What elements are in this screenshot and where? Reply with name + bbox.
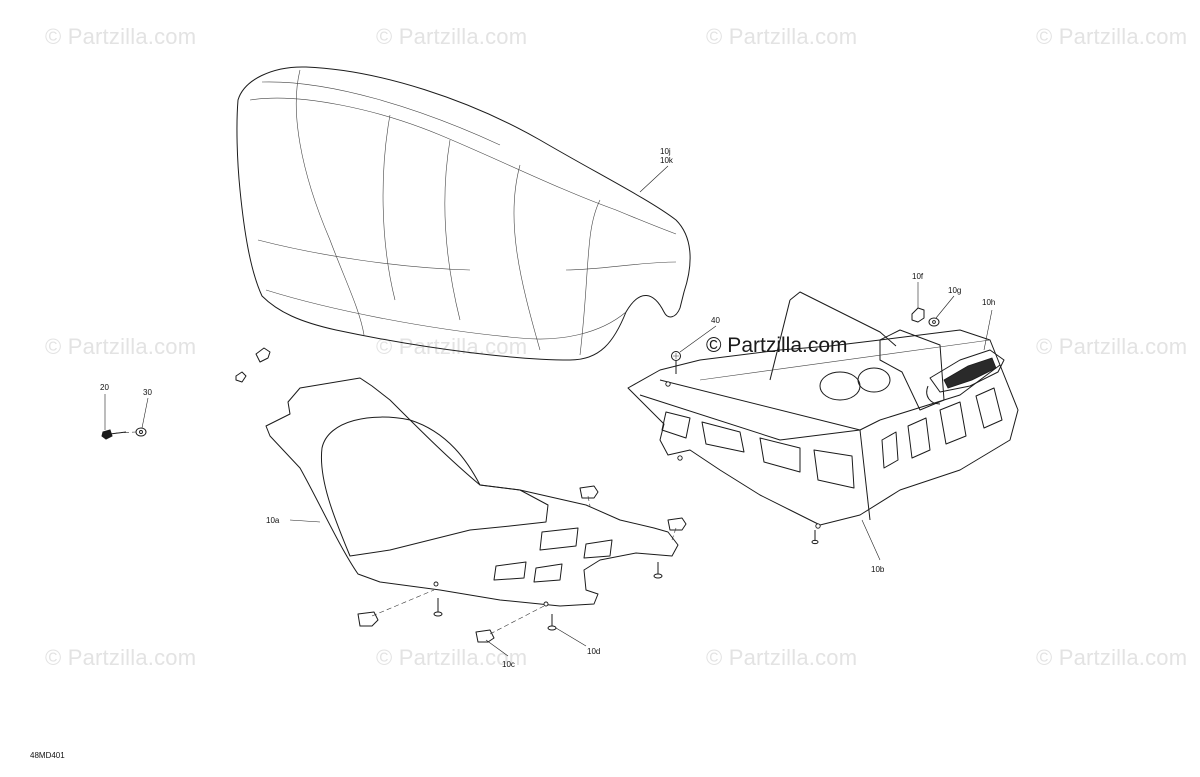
nut-part[interactable] — [357, 485, 687, 643]
watermark: © Partzilla.com — [376, 645, 528, 670]
callout-30[interactable]: 30 — [143, 388, 152, 397]
callout-10k[interactable]: 10k — [660, 156, 673, 165]
watermark: © Partzilla.com — [706, 645, 858, 670]
watermark: © Partzilla.com — [376, 24, 528, 49]
diagram-id: 48MD401 — [30, 751, 65, 760]
callout-10f[interactable]: 10f — [912, 272, 924, 281]
callout-10b[interactable]: 10b — [871, 565, 885, 574]
callout-40[interactable]: 40 — [711, 316, 720, 325]
watermark: © Partzilla.com — [376, 334, 528, 359]
watermark: © Partzilla.com — [45, 645, 197, 670]
screw-part[interactable] — [671, 351, 681, 375]
watermark: © Partzilla.com — [706, 334, 848, 357]
callout-10d[interactable]: 10d — [587, 647, 601, 656]
seat-part[interactable] — [236, 66, 691, 361]
screw-part[interactable] — [235, 347, 271, 383]
callout-10g[interactable]: 10g — [948, 286, 962, 295]
screw-part[interactable] — [101, 429, 127, 440]
callout-10j[interactable]: 10j — [660, 147, 671, 156]
watermark: © Partzilla.com — [1036, 334, 1188, 359]
watermark: © Partzilla.com — [45, 24, 197, 49]
screw-part[interactable] — [433, 530, 819, 631]
seat-frame-part[interactable] — [627, 291, 1019, 529]
callout-10h[interactable]: 10h — [982, 298, 996, 307]
watermark: © Partzilla.com — [45, 334, 197, 359]
callout-20[interactable]: 20 — [100, 383, 109, 392]
tail-light-part[interactable] — [926, 349, 1005, 405]
nut-part[interactable] — [911, 307, 925, 323]
support-plate-part[interactable] — [265, 377, 679, 607]
washer-part[interactable] — [135, 427, 147, 437]
watermark: © Partzilla.com — [1036, 645, 1188, 670]
watermark: © Partzilla.com — [706, 24, 858, 49]
watermark: © Partzilla.com — [1036, 24, 1188, 49]
callout-10c[interactable]: 10c — [502, 660, 515, 669]
callout-10a[interactable]: 10a — [266, 516, 280, 525]
washer-part[interactable] — [928, 317, 940, 327]
